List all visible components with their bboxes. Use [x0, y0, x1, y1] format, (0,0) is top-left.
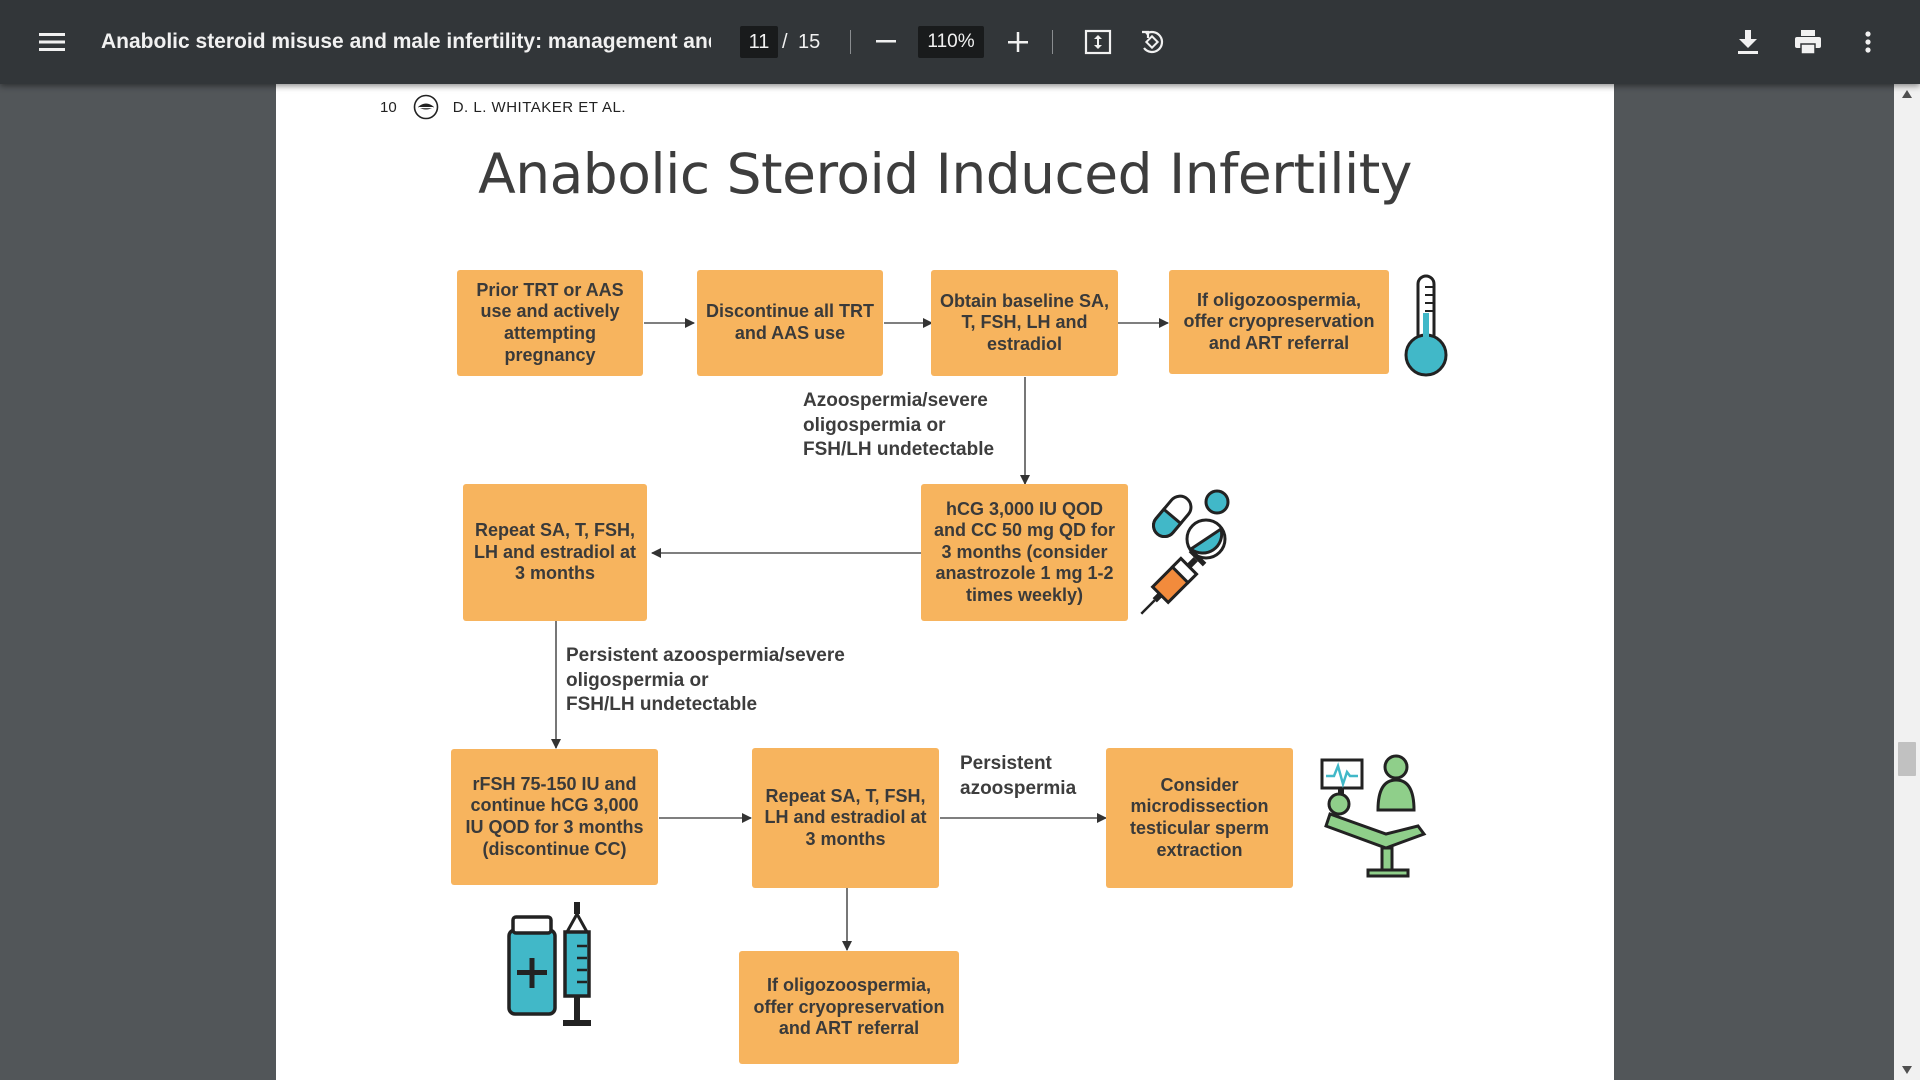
flow-box-hcg: hCG 3,000 IU QOD and CC 50 mg QD for 3 m…	[921, 484, 1128, 621]
flow-box-baseline: Obtain baseline SA, T, FSH, LH and estra…	[931, 270, 1118, 376]
plus-icon[interactable]	[998, 22, 1038, 62]
scroll-up-arrow-icon[interactable]	[1902, 90, 1912, 98]
pdf-toolbar: Anabolic steroid misuse and male inferti…	[0, 0, 1920, 84]
toolbar-divider	[1052, 30, 1053, 54]
scroll-down-arrow-icon[interactable]	[1902, 1066, 1912, 1074]
medicine-vial-icon	[507, 902, 591, 1026]
running-head-authors: D. L. WHITAKER ET AL.	[452, 98, 627, 116]
page-number: 10	[380, 98, 397, 116]
vertical-scrollbar[interactable]	[1894, 84, 1920, 1080]
flow-box-cryo-top: If oligozoospermia, offer cryopreservati…	[1169, 270, 1389, 374]
syringe-icon	[1140, 548, 1207, 615]
toolbar-divider	[850, 30, 851, 54]
hamburger-menu-icon[interactable]	[32, 22, 72, 62]
flow-box-rfsh: rFSH 75-150 IU and continue hCG 3,000 IU…	[451, 749, 658, 885]
doctor-patient-icon	[1320, 754, 1427, 878]
edge-label-persistent-azoospermia: Persistent azoospermia/severe oligosperm…	[566, 645, 845, 716]
pills-icon	[1152, 489, 1230, 560]
minus-icon[interactable]	[866, 22, 906, 62]
flow-box-prior-use: Prior TRT or AAS use and actively attemp…	[457, 270, 643, 376]
thermometer-icon	[1404, 274, 1448, 377]
pdf-page: 10 D. L. WHITAKER ET AL. Anabolic Steroi…	[276, 84, 1614, 1080]
scrollbar-thumb[interactable]	[1898, 742, 1916, 776]
figure-title: Anabolic Steroid Induced Infertility	[478, 142, 1412, 206]
more-vert-icon[interactable]	[1848, 22, 1888, 62]
page-separator: /	[782, 31, 788, 53]
print-icon[interactable]	[1788, 22, 1828, 62]
flow-box-cryo-bottom: If oligozoospermia, offer cryopreservati…	[739, 951, 959, 1064]
rotate-icon[interactable]	[1132, 22, 1172, 62]
running-head: 10 D. L. WHITAKER ET AL.	[380, 94, 626, 120]
zoom-level-input[interactable]: 110%	[918, 26, 984, 58]
journal-logo-icon	[413, 94, 438, 120]
total-pages: 15	[798, 31, 821, 53]
fit-to-page-icon[interactable]	[1078, 22, 1118, 62]
document-title: Anabolic steroid misuse and male inferti…	[101, 30, 711, 53]
flow-box-repeat-2: Repeat SA, T, FSH, LH and estradiol at 3…	[752, 748, 939, 888]
edge-label-azoospermia: Azoospermia/severe oligospermia or FSH/L…	[803, 390, 995, 461]
edge-label-persistent: Persistent azoospermia	[960, 753, 1077, 799]
flow-box-repeat-1: Repeat SA, T, FSH, LH and estradiol at 3…	[463, 484, 647, 621]
flow-box-discontinue: Discontinue all TRT and AAS use	[697, 270, 883, 376]
flowchart-arrows	[551, 318, 1169, 951]
current-page-input[interactable]: 11	[740, 26, 778, 58]
flow-box-microtese: Consider microdissection testicular sper…	[1106, 748, 1293, 888]
download-icon[interactable]	[1728, 22, 1768, 62]
